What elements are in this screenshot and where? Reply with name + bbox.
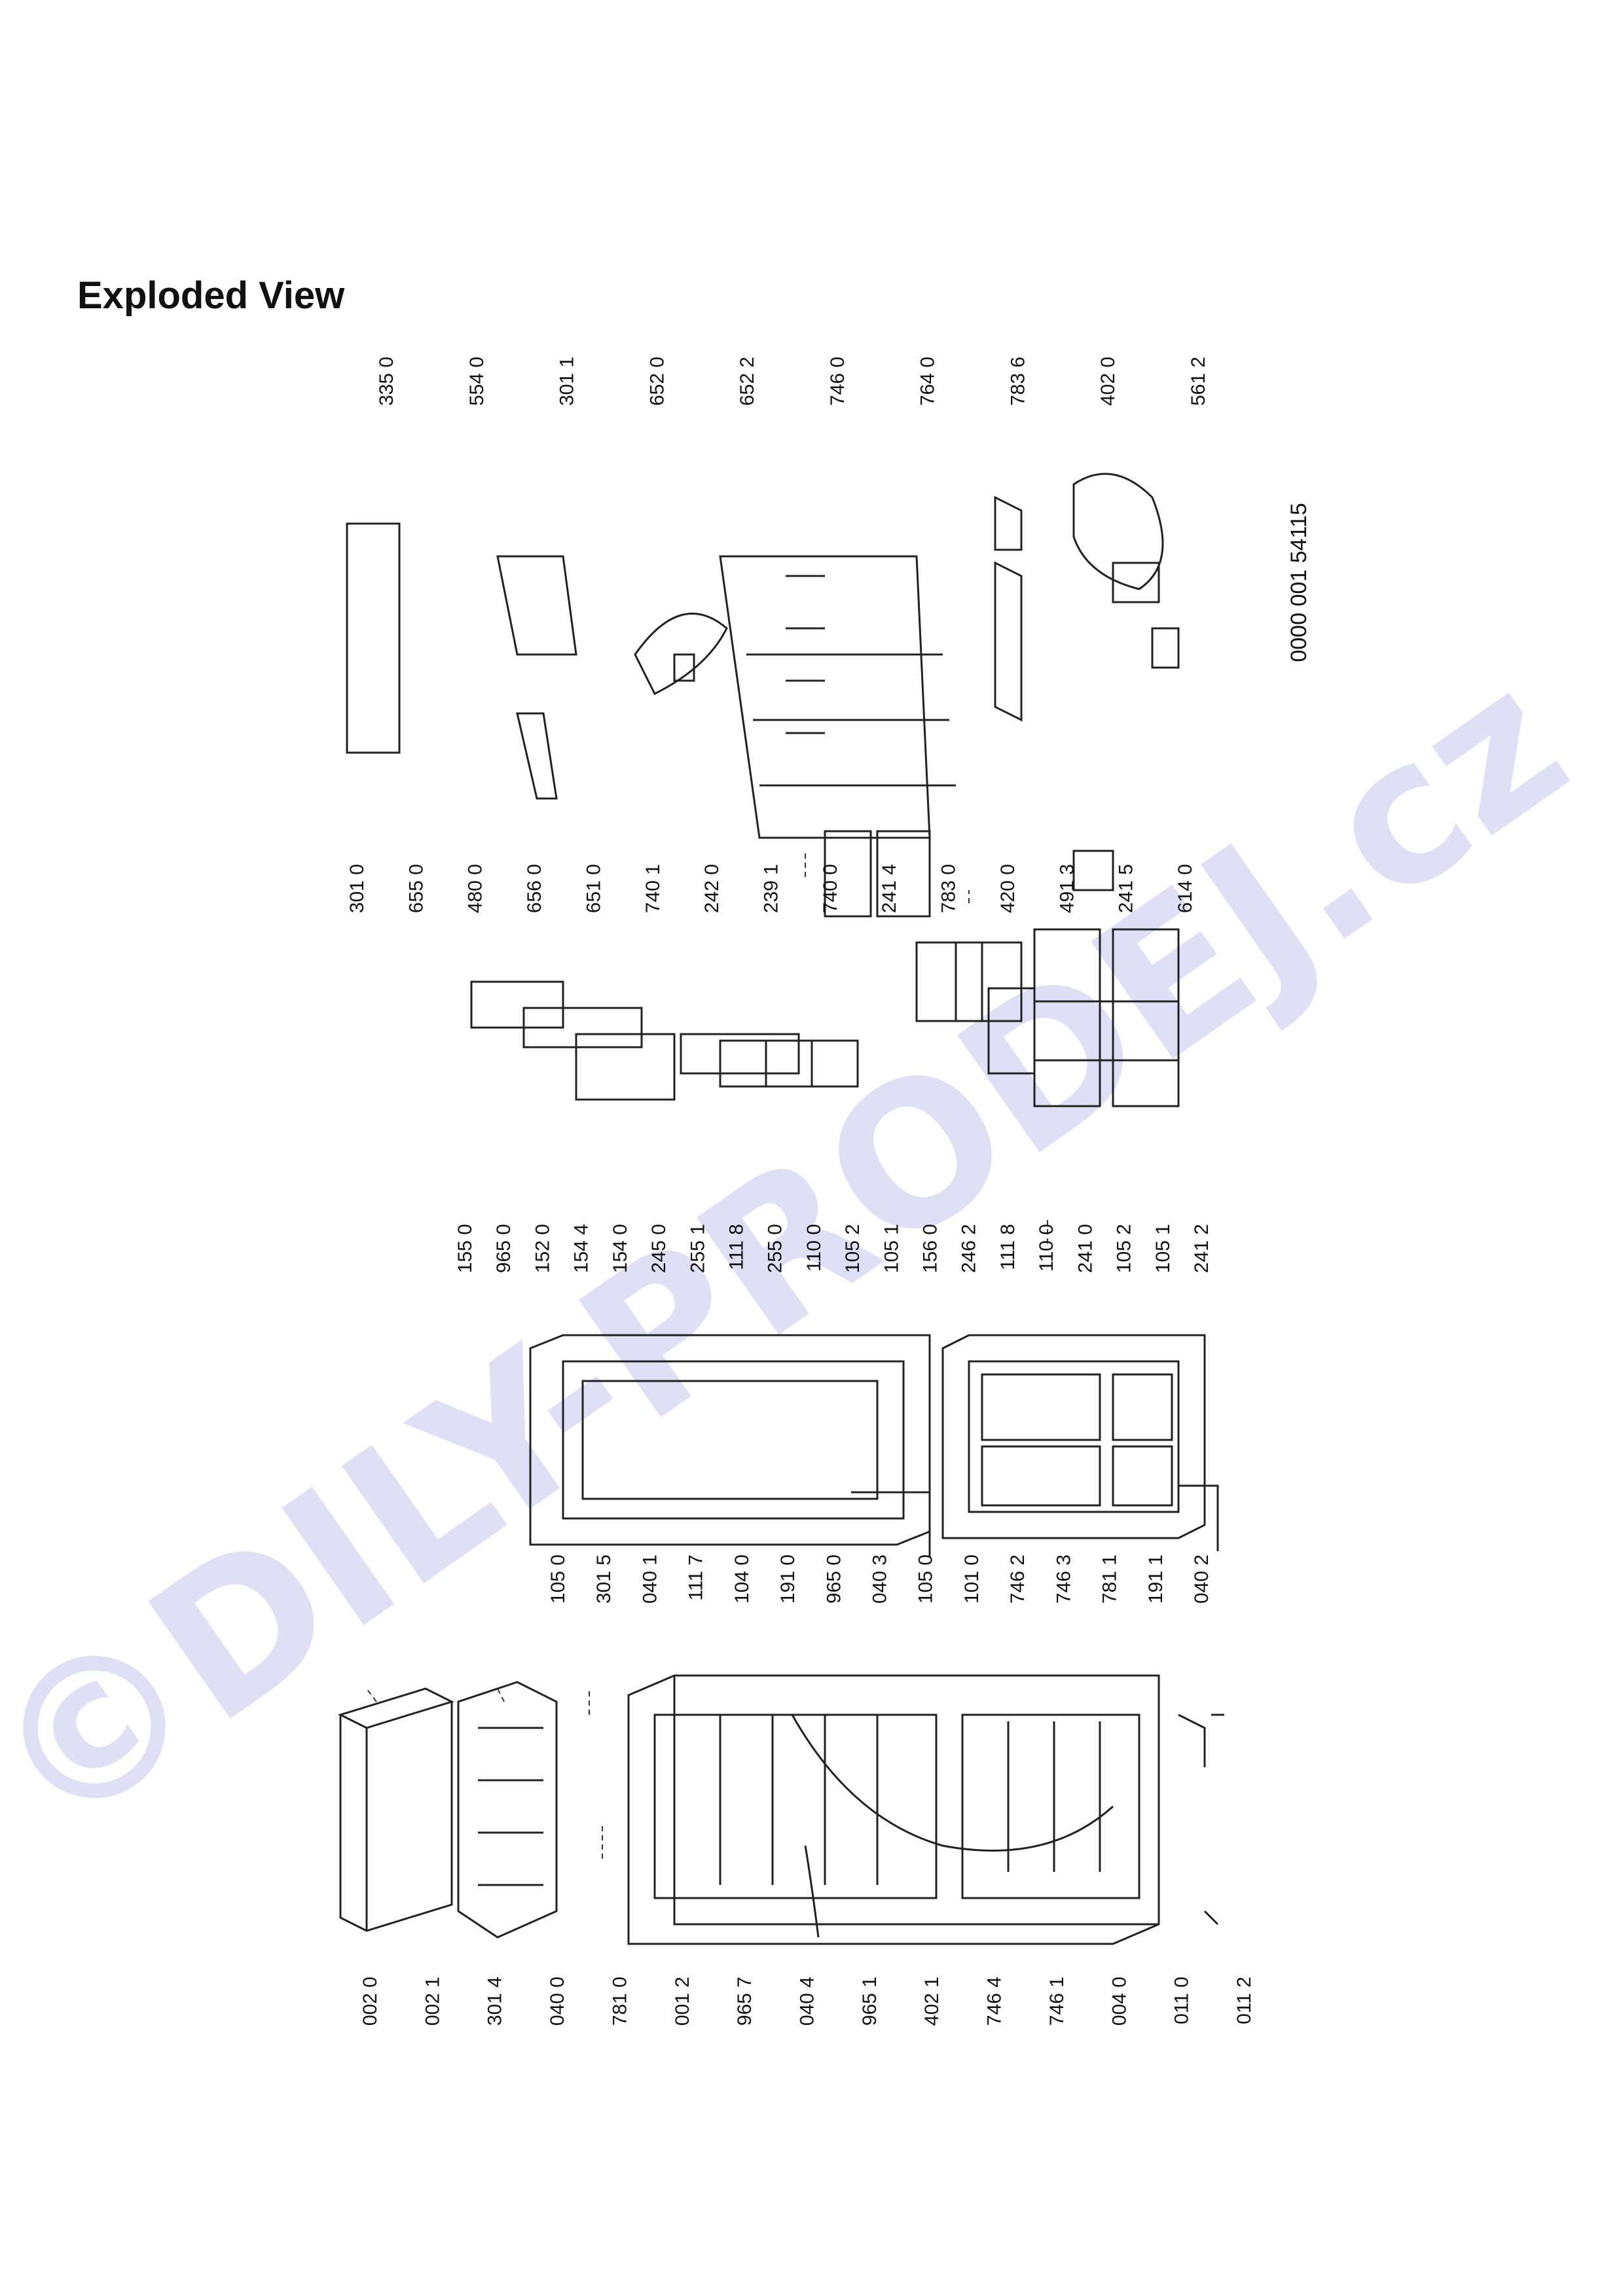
part-label: 101 0 [961,1554,983,1604]
part-label: 154 0 [610,1224,631,1273]
part-label: 480 0 [465,864,486,913]
part-label: 335 0 [376,357,397,406]
drawing-code: 0000 001 54115 [1286,503,1311,662]
part-label: 652 2 [737,357,758,406]
part-label: 740 0 [820,864,841,913]
part-label: 001 2 [672,1977,693,2026]
part-label: 105 1 [1152,1224,1174,1273]
part-label: 614 0 [1175,864,1196,913]
part-label: 746 1 [1046,1977,1068,2026]
part-label: 246 2 [958,1224,980,1273]
label-column-top: 335 0 554 0 301 1 652 0 652 2 746 0 764 0 783 6… [376,357,1209,406]
part-label: 301 4 [484,1977,506,2026]
part-label: 783 6 [1007,357,1029,406]
part-label: 301 5 [593,1554,615,1604]
part-label: 156 0 [920,1224,941,1273]
part-label: 105 1 [881,1224,902,1273]
part-label: 105 0 [547,1554,569,1604]
part-label: 255 0 [765,1224,786,1273]
part-label: 111 8 [726,1224,748,1270]
parts-drawing [337,473,1224,1945]
part-label: 301 0 [346,864,368,913]
label-column-right: 301 0 655 0 480 0 656 0 651 0 740 1 242 0 239 1… [346,864,1196,913]
part-label: 255 1 [687,1224,708,1273]
part-label: 491 3 [1056,864,1078,913]
part-label: 241 2 [1191,1224,1213,1273]
part-label: 011 2 [1233,1977,1255,2024]
part-label: 111 8 [997,1224,1019,1270]
part-label: 402 1 [921,1977,943,2026]
part-label: 040 3 [869,1554,891,1604]
part-label: 011 0 [1171,1977,1193,2024]
part-label: 554 0 [466,357,488,406]
part-label: 656 0 [524,864,545,913]
part-label: 764 0 [917,357,939,406]
part-label: 002 0 [359,1977,381,2026]
part-label: 746 4 [984,1977,1006,2026]
part-label: 110 0 [803,1224,825,1272]
part-label: 746 2 [1007,1554,1029,1604]
part-label: 965 1 [859,1977,881,2026]
part-label: 104 0 [731,1554,753,1604]
part-label: 191 0 [777,1554,799,1604]
part-label: 241 5 [1116,864,1137,913]
part-label: 155 0 [454,1224,476,1273]
part-label: 040 1 [639,1554,661,1604]
part-label: 241 0 [1074,1224,1096,1273]
part-label: 746 0 [827,357,848,406]
label-column-left: 002 0 002 1 301 4 040 0 781 0 001 2 965 7 040 4… [359,1977,1255,2026]
part-label: 242 0 [701,864,723,913]
part-label: 111 7 [685,1554,707,1601]
part-label: 105 2 [1114,1224,1135,1273]
part-label: 239 1 [761,864,782,913]
part-label: 105 2 [842,1224,864,1273]
part-label: 965 0 [493,1224,515,1273]
label-column-shelf: 155 0 965 0 152 0 154 4 154 0 245 0 255 1 111 8… [454,1224,1213,1273]
part-label: 004 0 [1108,1977,1130,2026]
part-label: 781 0 [609,1977,630,2026]
part-label: 245 0 [648,1224,670,1273]
part-label: 746 3 [1053,1554,1074,1604]
part-label: 191 1 [1145,1554,1167,1604]
label-column-door: 105 0 301 5 040 1 111 7 104 0 191 0 965 0 040 3… [547,1554,1213,1604]
part-label: 561 2 [1188,357,1209,406]
part-label: 152 0 [532,1224,553,1273]
part-label: 002 1 [422,1977,443,2026]
part-label: 420 0 [997,864,1019,913]
part-label: 241 4 [879,864,900,913]
part-label: 040 0 [547,1977,568,2026]
page-title: Exploded View [77,274,345,317]
part-label: 781 1 [1099,1554,1121,1604]
part-label: 301 1 [556,357,578,406]
part-label: 110 0 [1036,1224,1057,1272]
part-label: 651 0 [583,864,604,913]
part-label: 040 4 [797,1977,818,2026]
part-label: 154 4 [571,1224,593,1273]
part-label: 740 1 [642,864,664,913]
part-label: 105 0 [915,1554,937,1604]
part-label: 655 0 [405,864,427,913]
part-label: 965 0 [823,1554,845,1604]
part-label: 965 7 [734,1977,756,2026]
part-label: 652 0 [646,357,668,406]
part-label: 040 2 [1191,1554,1213,1604]
part-label: 783 0 [938,864,960,913]
part-label: 402 0 [1097,357,1119,406]
